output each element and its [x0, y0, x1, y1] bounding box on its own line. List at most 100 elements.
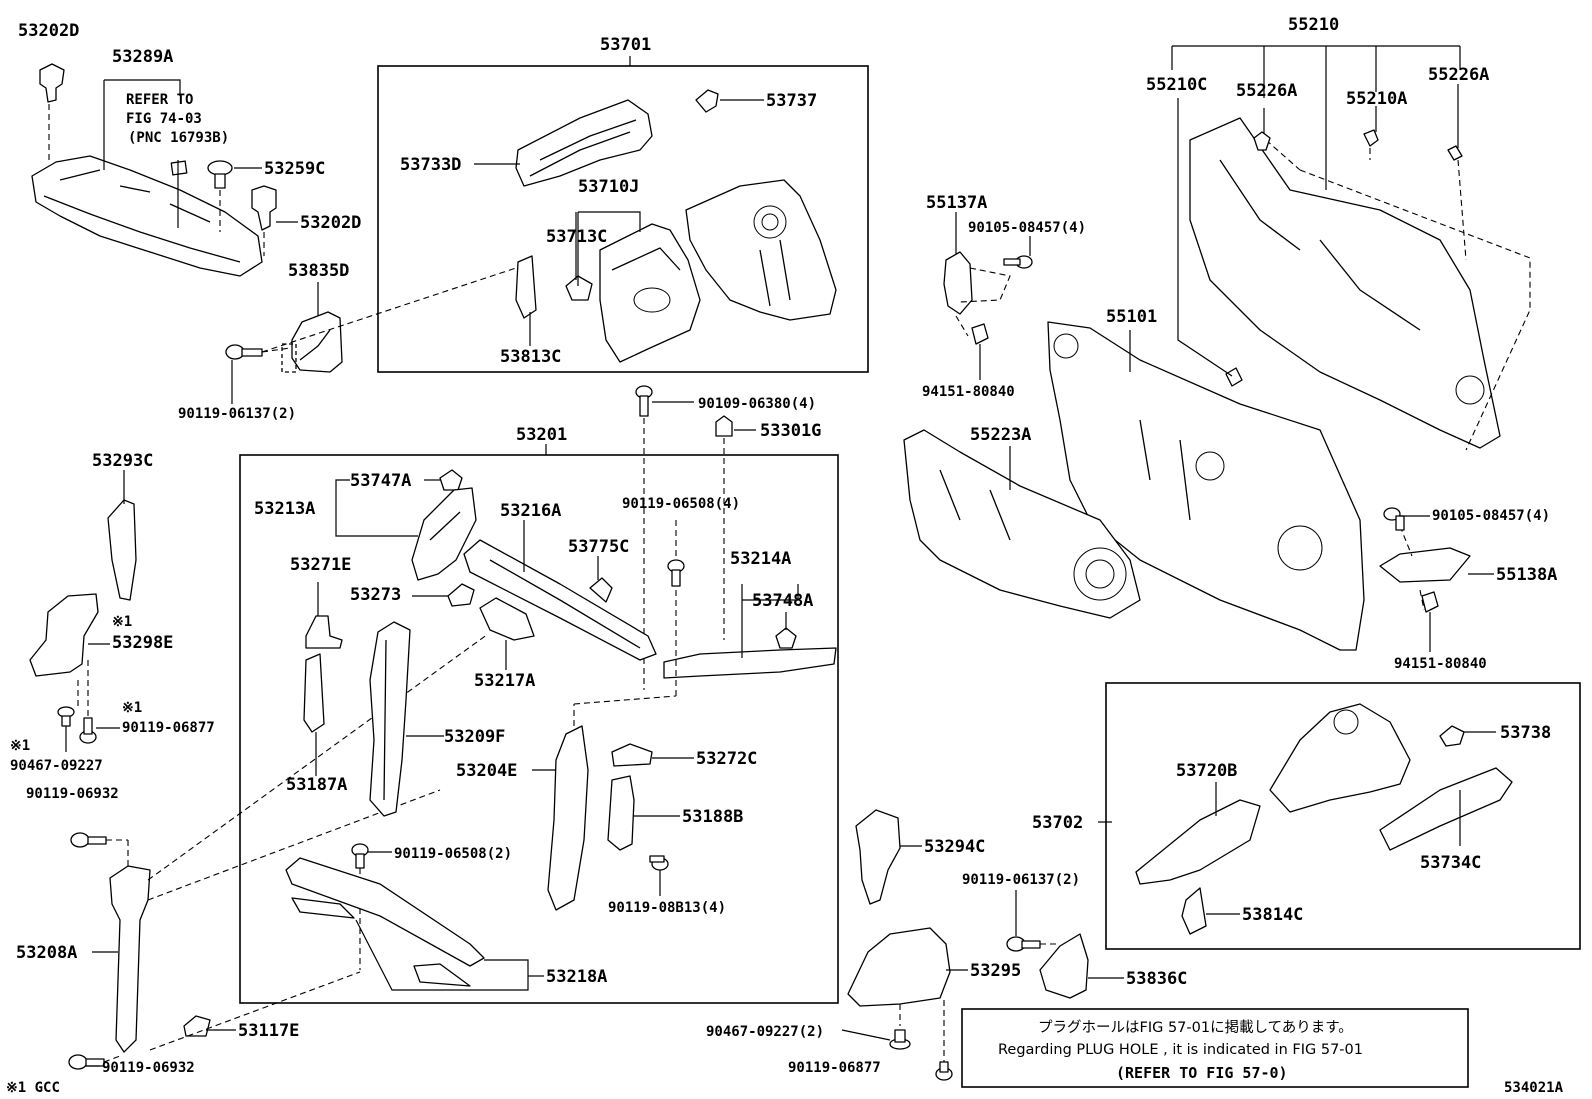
bracket-53814C-drawing: [1181, 887, 1207, 935]
radiator-cover-53289A-drawing: [31, 155, 263, 277]
label-53701: 53701: [600, 35, 651, 55]
label-53298E: 53298E: [112, 633, 173, 653]
note-line-japanese: プラグホールはFIG 57-01に掲載してあります。: [1038, 1019, 1353, 1036]
bracket-53737-drawing: [695, 89, 719, 113]
bolt-90119-06877-left-drawing: [79, 717, 97, 744]
label-53836C: 53836C: [1126, 969, 1187, 989]
label-55210C: 55210C: [1146, 75, 1207, 95]
apron-assembly-drawing: [685, 179, 837, 321]
label-53835D: 53835D: [288, 261, 349, 281]
label-55210: 55210: [1288, 15, 1339, 35]
label-90105-08457-upper: 90105-08457(4): [968, 220, 1086, 236]
leader-53214A: [741, 584, 799, 658]
bracket-53295-drawing: [847, 927, 951, 1064]
label-53271E: 53271E: [290, 555, 351, 575]
silencer-55223A-drawing: [903, 429, 1141, 619]
figure-id: 534021A: [1504, 1080, 1564, 1096]
bracket-53294C-drawing: [855, 809, 901, 905]
label-53204E: 53204E: [456, 761, 517, 781]
leader-53213A: [335, 479, 418, 537]
bracket-53272C-drawing: [611, 743, 653, 767]
group-box-53702: [1105, 682, 1581, 950]
clip-55210C-drawing: [1225, 367, 1243, 387]
label-55226A-right: 55226A: [1428, 65, 1489, 85]
bracket-55138A-drawing: [1379, 525, 1471, 611]
label-53747A: 53747A: [350, 471, 411, 491]
label-53294C: 53294C: [924, 837, 985, 857]
bolt-90105-08457-upper-drawing: [1003, 255, 1033, 269]
leader-53289A: [103, 79, 181, 170]
bracket-53188B-drawing: [607, 775, 635, 851]
bolt-90109-06380-drawing: [635, 385, 653, 690]
bolt-90119-08B13-drawing: [649, 855, 669, 871]
label-53713C: 53713C: [546, 227, 607, 247]
label-53202D-top: 53202D: [18, 21, 79, 41]
insulator-55210-drawing: [1189, 117, 1531, 451]
mark-1-53298E: ※1: [112, 614, 132, 630]
bracket-53298E-drawing: [29, 593, 99, 720]
label-90119-06877-right: 90119-06877: [788, 1060, 881, 1076]
clip-53202D-right-drawing: [251, 185, 277, 256]
label-53720B: 53720B: [1176, 761, 1237, 781]
leader-90467-09227-right: [841, 1029, 891, 1041]
note-line-english: Regarding PLUG HOLE , it is indicated in…: [998, 1042, 1363, 1058]
support-53208A-drawing: [109, 633, 489, 1053]
clip-55210A-drawing: [1363, 129, 1379, 160]
label-53213A: 53213A: [254, 499, 315, 519]
member-53216A-drawing: [463, 539, 657, 661]
label-53733D: 53733D: [400, 155, 461, 175]
label-90109-06380: 90109-06380(4): [698, 396, 816, 412]
footnote-gcc: ※1 GCC: [6, 1080, 60, 1096]
label-53117E: 53117E: [238, 1021, 299, 1041]
label-90119-06877-left: 90119-06877: [122, 720, 215, 736]
label-53201: 53201: [516, 425, 567, 445]
label-53218A: 53218A: [546, 967, 607, 987]
label-90119-06508-4: 90119-06508(4): [622, 496, 740, 512]
label-94151-80840-upper: 94151-80840: [922, 384, 1015, 400]
bracket-53835D-drawing: [281, 311, 343, 373]
member-53204E-drawing: [547, 590, 677, 911]
label-53216A: 53216A: [500, 501, 561, 521]
label-90119-06137-right: 90119-06137(2): [962, 872, 1080, 888]
bracket-55137A-drawing: [943, 251, 1011, 337]
cushion-53301G-drawing: [715, 415, 733, 640]
bracket-53713C-drawing: [565, 275, 593, 301]
label-90119-06137-left: 90119-06137(2): [178, 406, 296, 422]
label-53814C: 53814C: [1242, 905, 1303, 925]
member-53213A-drawing: [411, 487, 477, 581]
clip-53259C-drawing: [207, 160, 233, 232]
label-90467-09227-right: 90467-09227(2): [706, 1024, 824, 1040]
label-53813C: 53813C: [500, 347, 561, 367]
bolt-90119-06137-right-drawing: [1006, 936, 1060, 952]
nut-94151-80840-lower-drawing: [1421, 591, 1439, 652]
bolt-90119-06508-2-drawing: [351, 843, 369, 970]
label-90119-06508-2: 90119-06508(2): [394, 846, 512, 862]
label-90119-08B13: 90119-08B13(4): [608, 900, 726, 916]
group-box-53201: [239, 454, 839, 1004]
label-53734C: 53734C: [1420, 853, 1481, 873]
member-53218A-drawing: [285, 857, 529, 991]
label-53202D-right: 53202D: [300, 213, 361, 233]
label-53209F: 53209F: [444, 727, 505, 747]
label-53710J: 53710J: [578, 177, 639, 197]
note-line-refer: (REFER TO FIG 57-0): [1116, 1064, 1288, 1082]
label-53214A: 53214A: [730, 549, 791, 569]
bolt-90119-06932-upper-drawing: [70, 832, 129, 880]
group-box-53701: [377, 65, 869, 373]
member-53214A-drawing: [663, 647, 837, 679]
bracket-53836C-drawing: [1039, 933, 1089, 999]
dash-panel-55101-drawing: [1047, 321, 1365, 651]
label-53217A: 53217A: [474, 671, 535, 691]
label-90467-09227-left: 90467-09227: [10, 758, 103, 774]
label-90105-08457-lower: 90105-08457(4): [1432, 508, 1550, 524]
leader-55210C: [1177, 98, 1233, 377]
label-90119-06932-upper: 90119-06932: [26, 786, 119, 802]
label-53738: 53738: [1500, 723, 1551, 743]
member-53720B-drawing: [1135, 799, 1261, 885]
apron-53702-drawing: [1269, 703, 1411, 813]
label-53293C: 53293C: [92, 451, 153, 471]
bolt-90119-06137-left-drawing: [225, 267, 517, 360]
mark-1-90119-06877: ※1: [122, 700, 142, 716]
label-53259C: 53259C: [264, 159, 325, 179]
label-53301G: 53301G: [760, 421, 821, 441]
